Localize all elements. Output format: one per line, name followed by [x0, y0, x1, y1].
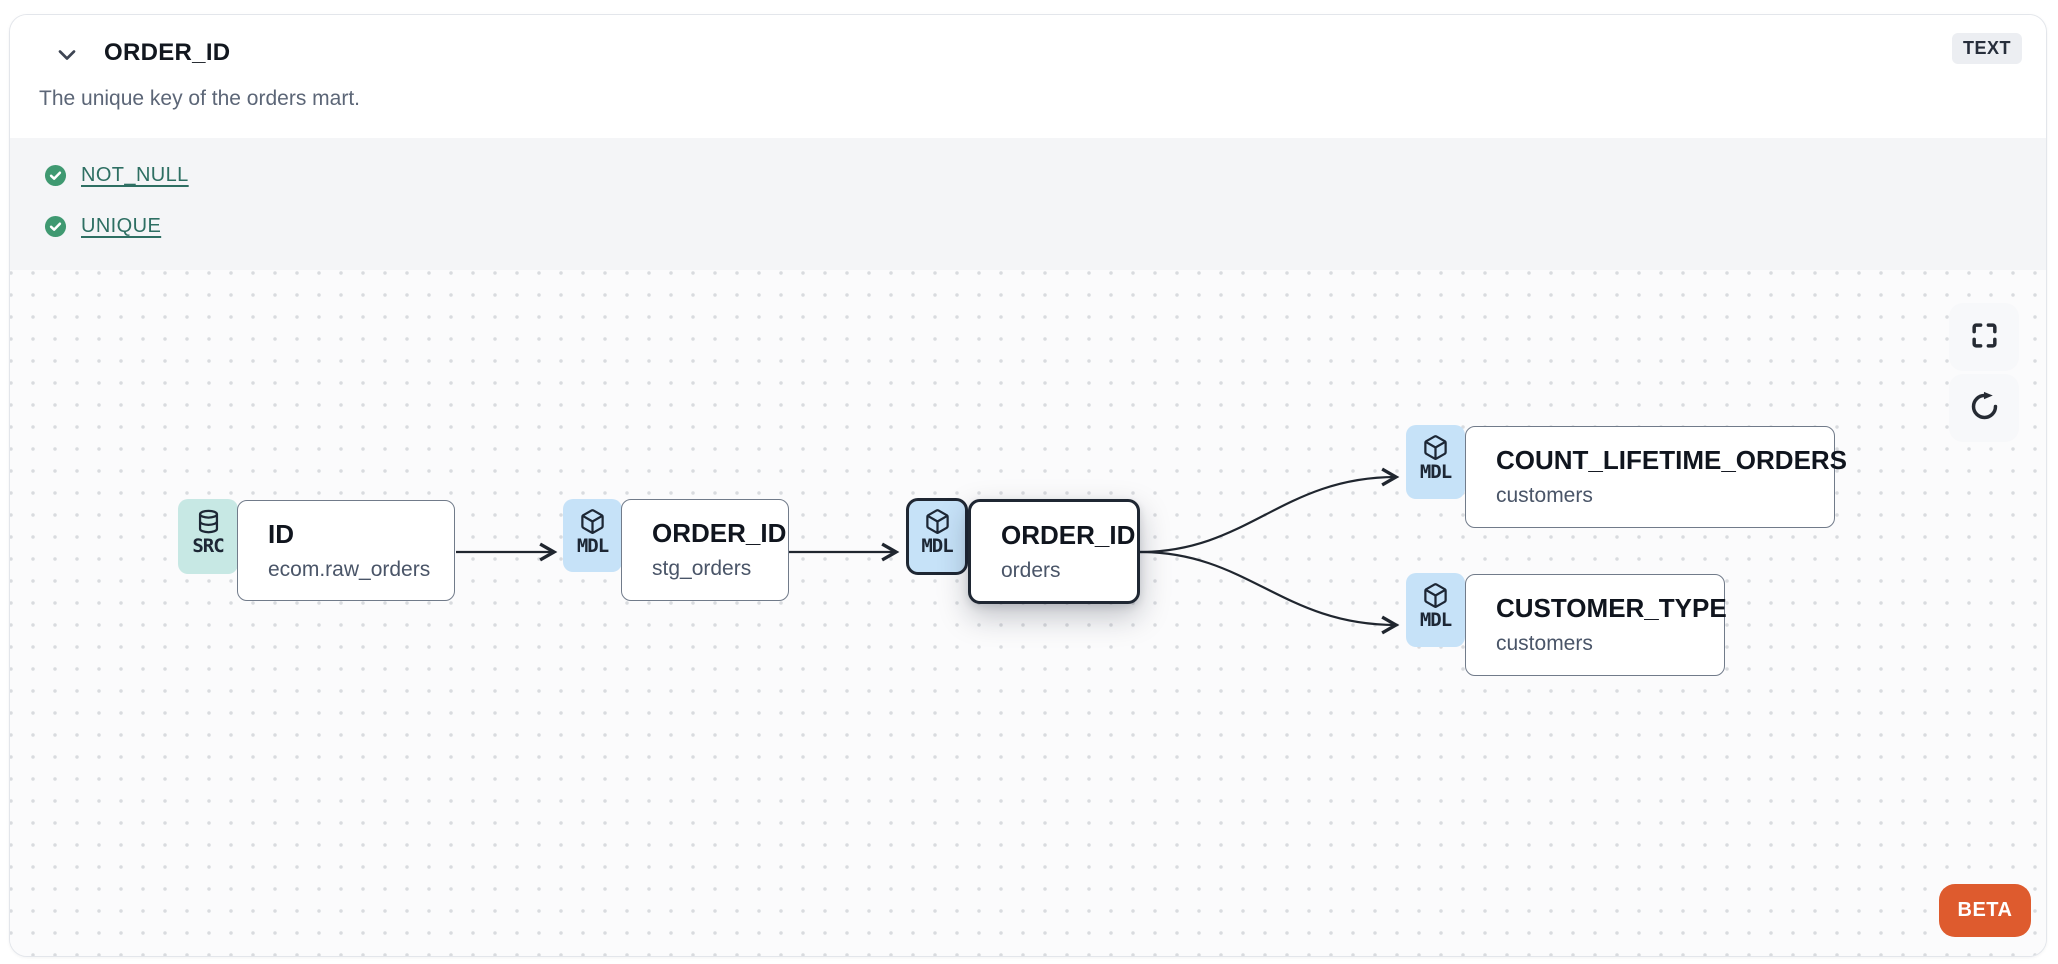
refresh-button[interactable] — [1949, 374, 2019, 442]
node-kind-label: MDL — [576, 535, 609, 557]
node-kind-badge: MDL — [563, 499, 622, 572]
lineage-edges — [456, 467, 1400, 635]
tests-section: NOT_NULL UNIQUE — [10, 138, 2046, 270]
chevron-down-icon — [53, 41, 81, 72]
collapse-button[interactable] — [52, 41, 82, 71]
database-icon — [195, 508, 222, 535]
test-row: UNIQUE — [44, 213, 2046, 239]
cube-icon — [579, 508, 606, 535]
test-row: NOT_NULL — [44, 162, 2046, 188]
node-kind-badge: MDL — [1406, 425, 1465, 499]
check-circle-icon — [44, 164, 67, 187]
node-card[interactable]: COUNT_LIFETIME_ORDERS customers — [1465, 426, 1848, 528]
node-column-name: COUNT_LIFETIME_ORDERS — [1496, 445, 1848, 475]
node-kind-label: MDL — [1419, 461, 1452, 483]
node-column-name: ORDER_ID — [1001, 520, 1136, 550]
node-model-name: ecom.raw_orders — [268, 557, 431, 581]
refresh-icon — [1969, 391, 2000, 425]
node-kind-badge: SRC — [178, 499, 238, 574]
node-model-name: customers — [1496, 483, 1593, 507]
beta-badge: BETA — [1939, 884, 2031, 937]
cube-icon — [924, 508, 951, 535]
column-description: The unique key of the orders mart. — [39, 87, 360, 110]
node-kind-badge: MDL — [1406, 573, 1465, 647]
column-title: ORDER_ID — [104, 39, 231, 66]
node-model-name: customers — [1496, 631, 1593, 655]
test-link[interactable]: UNIQUE — [81, 214, 162, 237]
node-kind-label: MDL — [921, 535, 953, 557]
node-model-name: orders — [1001, 558, 1061, 582]
column-type-badge: TEXT — [1951, 33, 2022, 64]
node-kind-label: SRC — [192, 535, 224, 557]
test-link[interactable]: NOT_NULL — [81, 163, 189, 186]
fullscreen-icon — [1969, 320, 2000, 354]
cube-icon — [1422, 434, 1449, 461]
header: ORDER_ID TEXT The unique key of the orde… — [10, 15, 2046, 138]
node-column-name: ID — [268, 519, 294, 549]
node-model-name: stg_orders — [652, 556, 752, 580]
column-detail-panel: ORDER_ID TEXT The unique key of the orde… — [9, 14, 2047, 957]
cube-icon — [1422, 582, 1449, 609]
node-card[interactable]: CUSTOMER_TYPE customers — [1465, 574, 1727, 676]
node-kind-label: MDL — [1419, 609, 1452, 631]
lineage-edge — [1139, 467, 1400, 554]
node-kind-badge: MDL — [906, 498, 968, 575]
node-column-name: CUSTOMER_TYPE — [1496, 593, 1727, 623]
check-circle-icon — [44, 215, 67, 238]
fullscreen-button[interactable] — [1949, 303, 2019, 371]
lineage-edge — [1139, 550, 1400, 635]
node-card[interactable]: ID ecom.raw_orders — [237, 500, 455, 601]
node-card[interactable]: ORDER_ID stg_orders — [621, 499, 789, 601]
node-column-name: ORDER_ID — [652, 518, 787, 548]
